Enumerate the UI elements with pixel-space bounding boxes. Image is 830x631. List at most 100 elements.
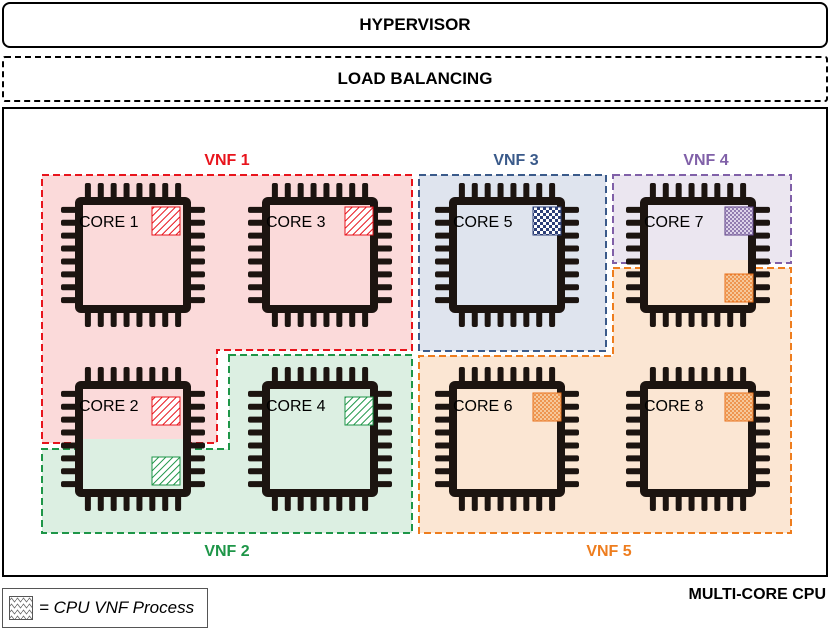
chip-pin <box>189 429 205 436</box>
chip-pin <box>701 183 708 199</box>
chip-pin <box>523 311 530 327</box>
chip-pin <box>248 481 264 488</box>
load-balancing-label: LOAD BALANCING <box>337 69 493 88</box>
chip-pin <box>754 271 770 278</box>
vnf-process-icon <box>344 206 374 236</box>
chip-pin <box>248 297 264 304</box>
core-label: CORE 7 <box>644 214 704 231</box>
chip-pin <box>271 183 278 199</box>
chip-pin <box>162 311 169 327</box>
chip-pin <box>563 297 579 304</box>
chip-pin <box>376 271 392 278</box>
chip-pin <box>349 495 356 511</box>
chip-pin <box>149 183 156 199</box>
chip-pin <box>714 311 721 327</box>
chip-pin <box>376 284 392 291</box>
chip-pin <box>727 311 734 327</box>
legend: = CPU VNF Process <box>2 588 208 628</box>
chip-pin <box>297 311 304 327</box>
chip-pin <box>189 232 205 239</box>
chip-pin <box>626 455 642 462</box>
load-balancing-layer: LOAD BALANCING <box>2 56 828 102</box>
chip-pin <box>754 442 770 449</box>
chip-pin <box>310 311 317 327</box>
vnf-process-icon <box>344 396 374 426</box>
chip-pin <box>149 495 156 511</box>
chip-pin <box>754 284 770 291</box>
chip-pin <box>754 297 770 304</box>
chip-pin <box>662 367 669 383</box>
chip-pin <box>248 232 264 239</box>
chip-pin <box>61 271 77 278</box>
chip-pin <box>754 219 770 226</box>
hypervisor-label: HYPERVISOR <box>359 15 471 34</box>
vnf1-label: VNF 1 <box>204 152 249 169</box>
chip-pin <box>97 367 104 383</box>
chip-pin <box>471 367 478 383</box>
chip-pin <box>271 311 278 327</box>
chip-pin <box>323 311 330 327</box>
chip-pin <box>162 183 169 199</box>
chip-pin <box>701 311 708 327</box>
chip-pin <box>497 367 504 383</box>
chip-pin <box>189 297 205 304</box>
chip-pin <box>376 468 392 475</box>
chip-pin <box>626 258 642 265</box>
chip-pin <box>376 455 392 462</box>
chip-pin <box>626 297 642 304</box>
chip-pin <box>563 429 579 436</box>
chip-pin <box>435 284 451 291</box>
chip-pin <box>189 468 205 475</box>
chip-pin <box>510 495 517 511</box>
core-label: CORE 2 <box>79 398 139 415</box>
chip-pin <box>248 206 264 213</box>
core-label: CORE 8 <box>644 398 704 415</box>
chip-pin <box>754 429 770 436</box>
chip-pin <box>61 481 77 488</box>
chip-pin <box>626 468 642 475</box>
chip-pin <box>649 311 656 327</box>
chip-pin <box>563 258 579 265</box>
chip-pin <box>435 429 451 436</box>
chip-pin <box>563 284 579 291</box>
chip-pin <box>189 390 205 397</box>
chip-pin <box>563 442 579 449</box>
chip-pin <box>189 455 205 462</box>
chip-pin <box>189 258 205 265</box>
chip-pin <box>61 429 77 436</box>
chip-pin <box>649 495 656 511</box>
chip-pin <box>549 183 556 199</box>
chip-pin <box>754 403 770 410</box>
chip-pin <box>458 183 465 199</box>
chip-pin <box>536 183 543 199</box>
chip-pin <box>563 390 579 397</box>
vnf-process-icon <box>151 396 181 426</box>
chip-pin <box>523 495 530 511</box>
chip-pin <box>754 481 770 488</box>
vnf4-label: VNF 4 <box>683 152 728 169</box>
chip-pin <box>549 367 556 383</box>
vnf-process-icon <box>724 273 754 303</box>
chip-pin <box>675 495 682 511</box>
chip-pin <box>248 219 264 226</box>
chip-pin <box>484 183 491 199</box>
chip-pin <box>740 495 747 511</box>
chip-pin <box>523 367 530 383</box>
vnf3-label: VNF 3 <box>493 152 538 169</box>
chip-pin <box>649 183 656 199</box>
chip-pin <box>376 442 392 449</box>
chip-pin <box>563 232 579 239</box>
chip-pin <box>701 367 708 383</box>
chip-pin <box>97 183 104 199</box>
chip-pin <box>536 311 543 327</box>
chip-pin <box>563 468 579 475</box>
chip-pin <box>484 367 491 383</box>
chip-pin <box>458 311 465 327</box>
chip-pin <box>688 311 695 327</box>
chip-pin <box>110 183 117 199</box>
chip-pin <box>189 271 205 278</box>
chip-pin <box>435 271 451 278</box>
chip-pin <box>626 245 642 252</box>
chip-pin <box>626 219 642 226</box>
